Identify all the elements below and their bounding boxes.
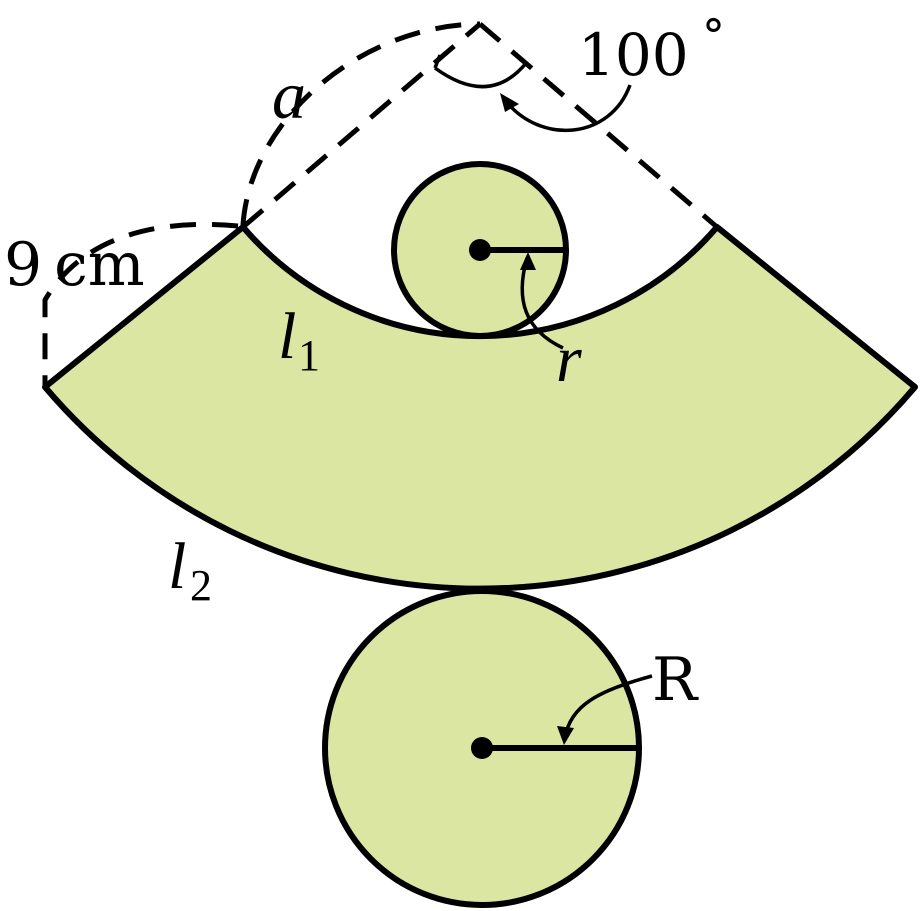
angle-pointer bbox=[503, 84, 632, 133]
large-radius-arrowhead bbox=[557, 726, 574, 745]
slant-label: 9 cm bbox=[4, 230, 145, 300]
outer-arc-label: l bbox=[168, 530, 186, 603]
annular-sector bbox=[42, 224, 918, 592]
small-radius-label: r bbox=[556, 323, 582, 396]
inner-arc-label: l bbox=[278, 300, 296, 373]
small-radius-pointer bbox=[520, 257, 564, 350]
angle-arc bbox=[433, 60, 529, 89]
dashed-apex-right-edge bbox=[478, 22, 719, 229]
small-radius-arrowhead bbox=[520, 252, 536, 270]
large-radius-label: R bbox=[652, 645, 699, 715]
outer-arc-subscript: 2 bbox=[190, 561, 212, 610]
angle-pointer-arrowhead bbox=[500, 93, 519, 112]
arc-a-label: a bbox=[272, 57, 306, 133]
angle-arc-tick bbox=[433, 54, 442, 69]
inner-arc-subscript: 1 bbox=[298, 331, 320, 380]
dashed-arc-a bbox=[240, 21, 481, 226]
angle-label: 100 bbox=[578, 21, 689, 89]
degree-symbol: ° bbox=[702, 9, 725, 63]
